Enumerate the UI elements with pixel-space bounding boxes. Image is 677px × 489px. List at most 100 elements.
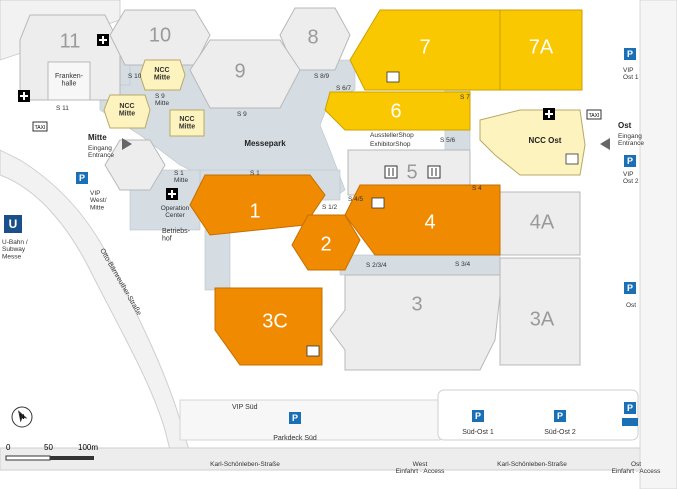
hall-8-shape — [279, 7, 351, 71]
passage-s1: S 1 — [250, 170, 260, 177]
entrance-mitte-title: Mitte — [88, 133, 107, 142]
scale-bar: 0 50 100m — [5, 443, 98, 461]
parking-sued-ost2[interactable]: P — [554, 410, 566, 422]
passage-s4-5: S 4/5 — [348, 196, 364, 203]
hall-8: 8 — [307, 26, 318, 48]
parking-parkdeck-sued[interactable]: P — [289, 412, 301, 424]
entrance-ost-title: Ost — [618, 121, 632, 130]
restaurant-icons — [384, 165, 441, 179]
hall-4: 4 — [424, 211, 435, 233]
hall-1: 1 — [249, 200, 260, 222]
svg-text:P: P — [627, 49, 633, 59]
svg-text:TAXI: TAXI — [589, 113, 600, 119]
hall-9: 9 — [234, 60, 245, 82]
parking-vip-ost2[interactable]: P — [624, 155, 636, 167]
parking-ost[interactable]: P — [624, 282, 636, 294]
svg-text:P: P — [475, 411, 481, 421]
restaurant-icon-2 — [427, 165, 441, 179]
hall-9-shape — [189, 39, 301, 109]
svg-text:P: P — [79, 173, 85, 183]
entrance-markers — [122, 138, 610, 150]
accessibility-icon-3 — [565, 153, 579, 165]
karl-street-1: Karl-Schönleben-Straße — [210, 461, 280, 468]
hall-7a-shape — [499, 9, 583, 91]
ost-small-label: Ost — [626, 302, 636, 309]
hall-3a-shape — [499, 257, 581, 366]
passage-s7: S 7 — [460, 94, 470, 101]
first-aid-icon-4 — [543, 108, 555, 120]
frankenhalle-label: Franken-halle — [55, 73, 84, 88]
first-aid-icon-2 — [18, 90, 30, 102]
passage-s1-2: S 1/2 — [322, 204, 338, 211]
hall-3: 3 — [411, 293, 422, 315]
ncc-mitte-top-shape — [139, 59, 186, 91]
betriebshof-label: Betriebs-hof — [162, 228, 191, 243]
accessibility-icon-2 — [371, 197, 385, 209]
aussteller-label: AusstellerShop — [370, 132, 414, 139]
scale-50: 50 — [44, 443, 53, 452]
hall-6-shape — [324, 91, 471, 131]
hall-5: 5 — [406, 161, 417, 183]
svg-text:P: P — [557, 411, 563, 421]
north-letter: N — [19, 414, 24, 421]
passage-s11: S 11 — [56, 105, 69, 112]
yellow-halls — [324, 9, 583, 131]
taxi-icon-mitte: TAXI — [32, 121, 48, 132]
parking-signs[interactable]: P P P P P P P P — [76, 48, 638, 426]
passage-s10: S 10 — [128, 73, 142, 80]
hall-2: 2 — [320, 233, 331, 255]
ubahn-sign[interactable]: U — [4, 215, 22, 233]
first-aid-icon-1 — [97, 34, 109, 46]
restaurant-icon-1 — [384, 165, 398, 179]
passage-s3-4: S 3/4 — [455, 261, 471, 268]
passage-s8-9: S 8/9 — [314, 73, 330, 80]
ncc-ost-shape — [479, 109, 586, 176]
svg-text:P: P — [292, 413, 298, 423]
passage-s6-7: S 6/7 — [336, 85, 352, 92]
hex-left-1 — [104, 139, 166, 191]
parking-bus-ost[interactable]: P — [622, 402, 638, 426]
parking-sued-ost1[interactable]: P — [472, 410, 484, 422]
svg-text:P: P — [627, 283, 633, 293]
hall-4-shape — [344, 184, 501, 256]
ncc-mitte-box-shape — [169, 109, 205, 137]
scale-0: 0 — [6, 443, 11, 452]
hall-7: 7 — [419, 36, 430, 58]
first-aid-icons — [18, 34, 555, 200]
taxi-icon-ost: TAXI — [586, 109, 602, 120]
passage-s5-6: S 5/6 — [440, 137, 456, 144]
sued-ost1-label: Süd-Ost 1 — [462, 429, 494, 436]
first-aid-icon-3 — [166, 188, 178, 200]
accessibility-icons — [306, 71, 579, 357]
hall-3-shape — [329, 274, 501, 371]
hall-11: 11 — [60, 30, 81, 52]
grey-halls — [19, 7, 581, 371]
hall-3c-shape — [214, 287, 323, 366]
sued-ost2-label: Süd-Ost 2 — [544, 429, 576, 436]
parking-vip-ost1[interactable]: P — [624, 48, 636, 60]
accessibility-icon-1 — [386, 71, 400, 83]
hall-6: 6 — [390, 100, 401, 122]
parkdeck-sued-label: Parkdeck Süd — [273, 435, 317, 442]
passage-s9: S 9 — [237, 111, 247, 118]
orange-halls — [189, 174, 501, 366]
parking-vip-west[interactable]: P — [76, 172, 88, 184]
scale-100: 100m — [78, 443, 98, 452]
bus-icon — [622, 418, 638, 426]
passage-s4: S 4 — [472, 185, 482, 192]
north-arrow: N — [11, 406, 33, 428]
entrance-mitte-arrow — [122, 138, 132, 150]
frankenhalle-box — [47, 61, 91, 101]
